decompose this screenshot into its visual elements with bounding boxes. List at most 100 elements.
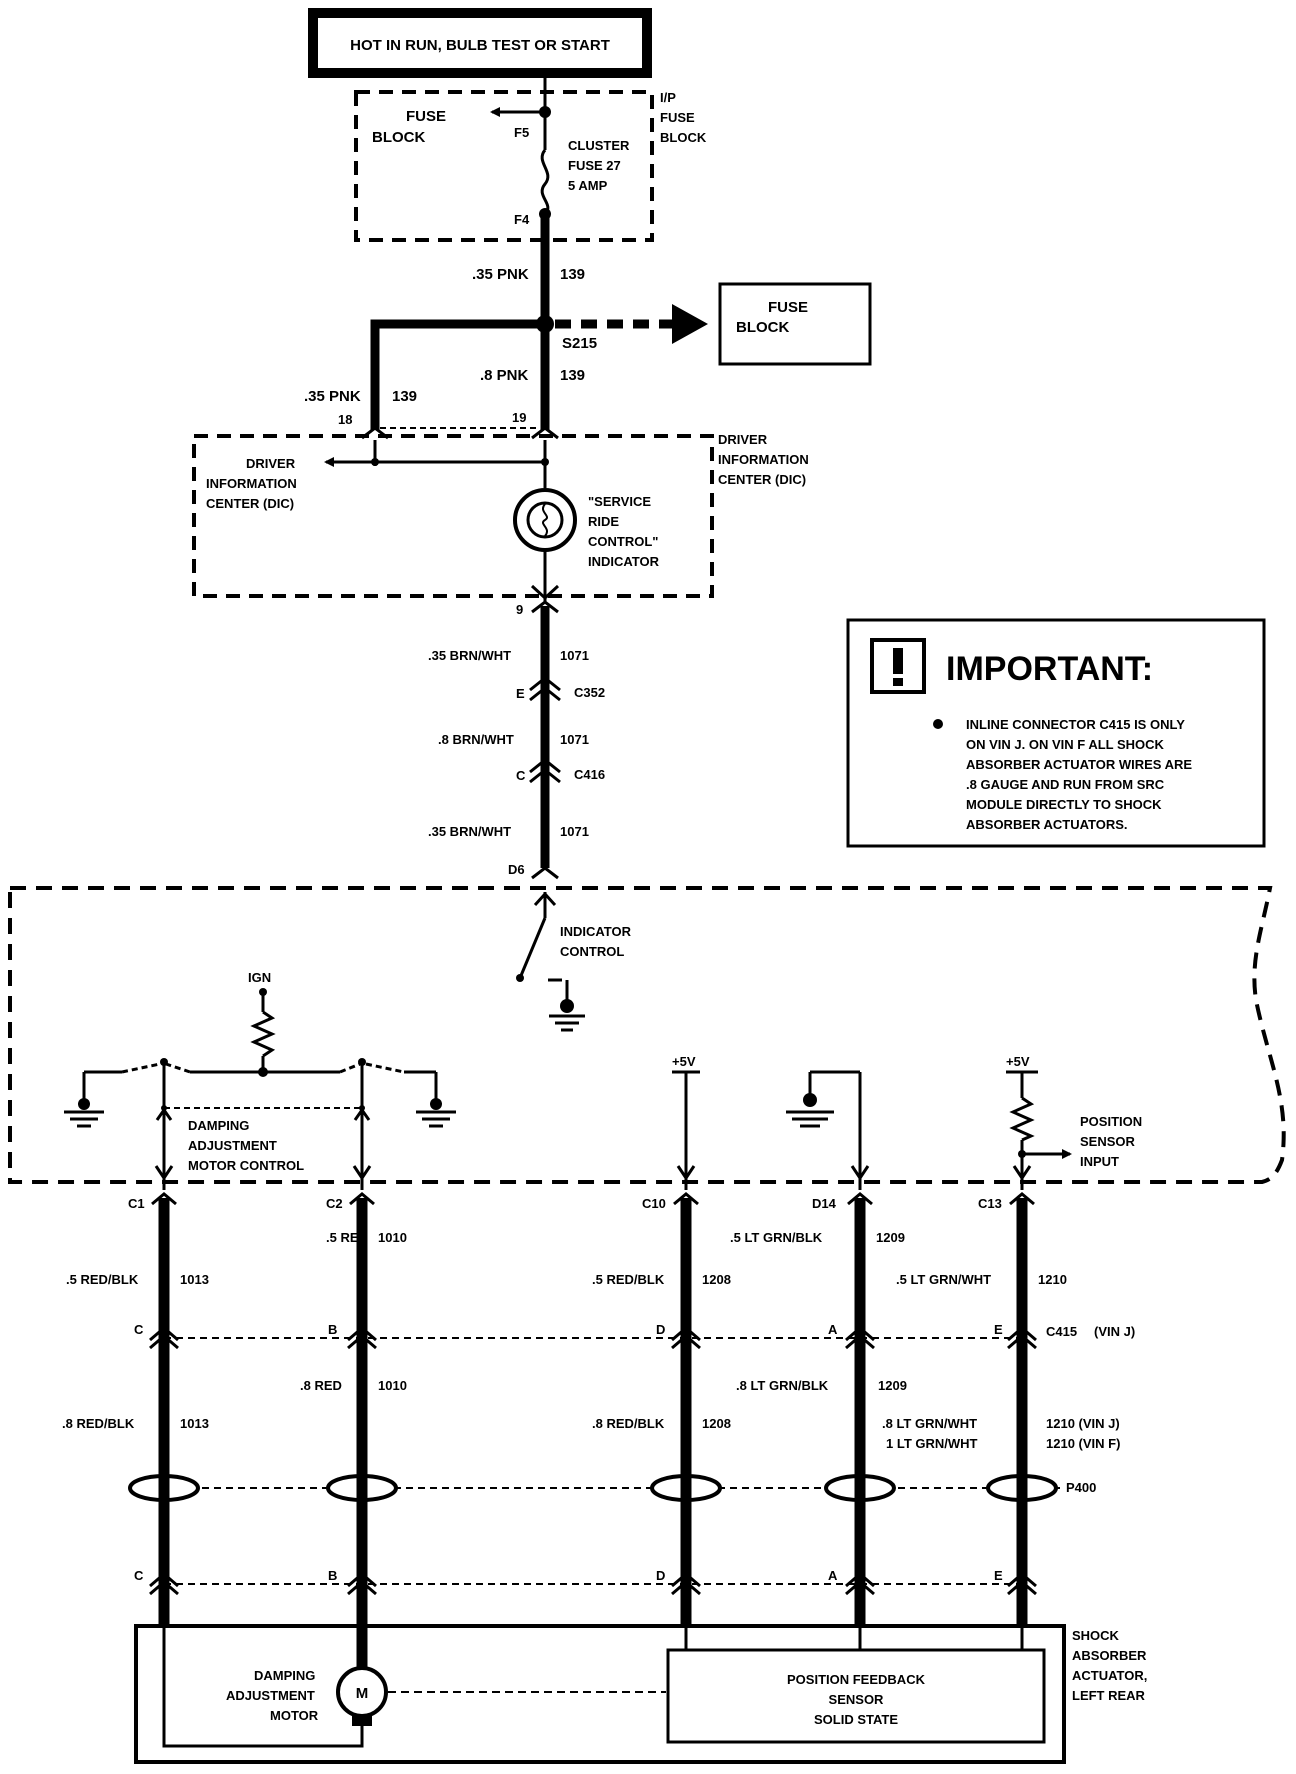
svg-text:19: 19 <box>512 410 526 425</box>
svg-text:BLOCK: BLOCK <box>736 319 789 336</box>
service-ride-control-indicator-lamp <box>513 488 577 552</box>
svg-text:.8 LT GRN/BLK: .8 LT GRN/BLK <box>736 1378 829 1393</box>
svg-text:.35 PNK: .35 PNK <box>304 388 361 405</box>
svg-text:+5V: +5V <box>672 1054 696 1069</box>
svg-text:.35 PNK: .35 PNK <box>472 266 529 283</box>
svg-text:SOLID STATE: SOLID STATE <box>814 1712 898 1727</box>
svg-text:1071: 1071 <box>560 824 589 839</box>
svg-text:1209: 1209 <box>876 1230 905 1245</box>
svg-text:INLINE CONNECTOR C415 IS ONLY: INLINE CONNECTOR C415 IS ONLY <box>966 717 1185 732</box>
power-source-box: HOT IN RUN, BULB TEST OR START <box>308 8 652 78</box>
svg-text:INFORMATION: INFORMATION <box>718 452 809 467</box>
svg-text:C: C <box>516 768 526 783</box>
svg-text:.8 GAUGE AND RUN FROM SRC: .8 GAUGE AND RUN FROM SRC <box>966 777 1165 792</box>
svg-text:(VIN J): (VIN J) <box>1094 1324 1135 1339</box>
svg-text:CENTER (DIC): CENTER (DIC) <box>206 496 294 511</box>
svg-text:INPUT: INPUT <box>1080 1154 1119 1169</box>
svg-text:1010: 1010 <box>378 1230 407 1245</box>
svg-text:ABSORBER ACTUATOR WIRES ARE: ABSORBER ACTUATOR WIRES ARE <box>966 757 1192 772</box>
svg-text:1208: 1208 <box>702 1416 731 1431</box>
svg-text:FUSE: FUSE <box>660 110 695 125</box>
svg-text:C: C <box>134 1322 144 1337</box>
svg-text:B: B <box>328 1568 337 1583</box>
svg-text:DAMPING: DAMPING <box>254 1668 315 1683</box>
svg-text:.35 BRN/WHT: .35 BRN/WHT <box>428 648 511 663</box>
svg-text:DAMPING: DAMPING <box>188 1118 249 1133</box>
svg-text:.5 LT GRN/BLK: .5 LT GRN/BLK <box>730 1230 823 1245</box>
svg-text:INFORMATION: INFORMATION <box>206 476 297 491</box>
svg-text:ADJUSTMENT: ADJUSTMENT <box>188 1138 277 1153</box>
fuse-name: CLUSTER <box>568 138 630 153</box>
svg-text:MODULE DIRECTLY TO SHOCK: MODULE DIRECTLY TO SHOCK <box>966 797 1162 812</box>
resistor-icon <box>250 1010 276 1058</box>
svg-text:POSITION: POSITION <box>1080 1114 1142 1129</box>
svg-text:+5V: +5V <box>1006 1054 1030 1069</box>
svg-text:BLOCK: BLOCK <box>660 130 707 145</box>
motor-icon: M <box>336 1666 388 1718</box>
svg-text:.8 LT GRN/WHT: .8 LT GRN/WHT <box>882 1416 977 1431</box>
shock-absorber-actuator: SHOCK ABSORBER ACTUATOR, LEFT REAR <box>134 1624 1147 1764</box>
svg-text:DRIVER: DRIVER <box>718 432 768 447</box>
svg-text:1209: 1209 <box>878 1378 907 1393</box>
svg-text:MOTOR CONTROL: MOTOR CONTROL <box>188 1158 304 1173</box>
svg-text:D14: D14 <box>812 1196 837 1211</box>
svg-text:CONTROL": CONTROL" <box>588 534 658 549</box>
svg-text:1210: 1210 <box>1038 1272 1067 1287</box>
driver-information-center: DRIVER INFORMATION CENTER (DIC) DRIVER I… <box>192 432 809 598</box>
svg-text:FUSE: FUSE <box>768 299 808 316</box>
svg-text:1210 (VIN F): 1210 (VIN F) <box>1046 1436 1120 1451</box>
svg-text:A: A <box>828 1568 838 1583</box>
svg-text:CENTER (DIC): CENTER (DIC) <box>718 472 806 487</box>
svg-text:1210 (VIN J): 1210 (VIN J) <box>1046 1416 1120 1431</box>
svg-text:SENSOR: SENSOR <box>1080 1134 1136 1149</box>
svg-text:D: D <box>656 1568 665 1583</box>
svg-text:POSITION FEEDBACK: POSITION FEEDBACK <box>787 1672 926 1687</box>
svg-text:.5 RED/BLK: .5 RED/BLK <box>592 1272 665 1287</box>
svg-text:C1: C1 <box>128 1196 145 1211</box>
indicator-control-switch <box>518 917 547 979</box>
svg-text:SENSOR: SENSOR <box>829 1692 885 1707</box>
svg-text:.8 BRN/WHT: .8 BRN/WHT <box>438 732 514 747</box>
svg-text:C: C <box>134 1568 144 1583</box>
svg-text:.8 RED/BLK: .8 RED/BLK <box>62 1416 135 1431</box>
svg-text:B: B <box>328 1322 337 1337</box>
svg-text:C416: C416 <box>574 767 605 782</box>
important-title: IMPORTANT: <box>946 650 1153 688</box>
svg-text:DRIVER: DRIVER <box>246 456 296 471</box>
actuator-wires <box>158 1198 1028 1626</box>
svg-text:S215: S215 <box>562 335 597 352</box>
svg-text:C13: C13 <box>978 1196 1002 1211</box>
svg-text:1071: 1071 <box>560 648 589 663</box>
svg-text:D: D <box>656 1322 665 1337</box>
svg-text:.35 BRN/WHT: .35 BRN/WHT <box>428 824 511 839</box>
fuse-block-right <box>718 282 872 366</box>
svg-text:D6: D6 <box>508 862 525 877</box>
svg-text:.5 RED/BLK: .5 RED/BLK <box>66 1272 139 1287</box>
svg-text:MOTOR: MOTOR <box>270 1708 319 1723</box>
svg-text:IGN: IGN <box>248 970 271 985</box>
position-feedback-sensor: POSITION FEEDBACK SENSOR SOLID STATE <box>666 1648 1046 1744</box>
svg-text:E: E <box>516 686 525 701</box>
svg-text:1071: 1071 <box>560 732 589 747</box>
svg-text:C352: C352 <box>574 685 605 700</box>
warning-icon <box>893 648 903 674</box>
ground-icon <box>549 1014 585 1032</box>
svg-text:1010: 1010 <box>378 1378 407 1393</box>
svg-text:LEFT REAR: LEFT REAR <box>1072 1688 1146 1703</box>
connector-p400: P400 <box>128 1474 1096 1502</box>
svg-text:9: 9 <box>516 602 523 617</box>
svg-text:FUSE 27: FUSE 27 <box>568 158 621 173</box>
svg-text:ACTUATOR,: ACTUATOR, <box>1072 1668 1147 1683</box>
svg-text:ON VIN J. ON VIN F ALL SHOCK: ON VIN J. ON VIN F ALL SHOCK <box>966 737 1165 752</box>
svg-text:SHOCK: SHOCK <box>1072 1628 1120 1643</box>
svg-text:M: M <box>356 1685 369 1702</box>
svg-text:RIDE: RIDE <box>588 514 619 529</box>
important-note: IMPORTANT: INLINE CONNECTOR C415 IS ONLY… <box>846 618 1266 848</box>
svg-text:139: 139 <box>560 367 585 384</box>
svg-text:INDICATOR: INDICATOR <box>588 554 660 569</box>
connector-c415: C415 <box>1046 1324 1077 1339</box>
svg-text:1013: 1013 <box>180 1272 209 1287</box>
svg-text:I/P: I/P <box>660 90 676 105</box>
svg-text:FUSE: FUSE <box>406 108 446 125</box>
svg-text:F5: F5 <box>514 125 529 140</box>
